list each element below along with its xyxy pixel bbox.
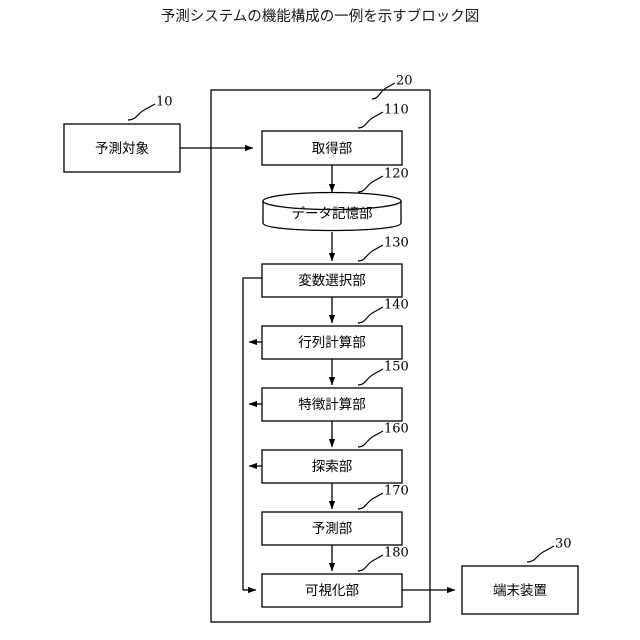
ref-number-120: 120	[384, 167, 409, 182]
ref-number-30: 30	[555, 537, 572, 552]
leader-line-170	[357, 492, 384, 510]
node-feature-computation-unit-label: 特徴計算部	[298, 397, 366, 413]
node-data-storage-label: データ記憶部	[292, 205, 373, 222]
ref-number-160: 160	[384, 422, 409, 437]
leader-line-20	[371, 82, 396, 100]
node-matrix-computation-unit[interactable]	[261, 325, 403, 360]
leader-line-10	[127, 103, 156, 121]
node-prediction-target[interactable]	[63, 123, 181, 173]
figure-title: 予測システムの機能構成の一例を示すブロック図	[161, 7, 480, 25]
node-search-unit-label: 探索部	[312, 459, 353, 475]
node-terminal-device[interactable]	[461, 565, 579, 615]
ref-number-10: 10	[156, 95, 173, 110]
system-container	[210, 89, 431, 623]
leader-line-180	[357, 554, 384, 572]
ref-number-150: 150	[384, 360, 409, 375]
ref-number-140: 140	[384, 298, 409, 313]
ref-number-110: 110	[384, 103, 409, 118]
leader-line-120	[357, 175, 384, 193]
node-data-storage-top	[262, 191, 402, 211]
node-prediction-unit-label: 予測部	[312, 521, 353, 537]
ref-number-20: 20	[396, 74, 413, 89]
node-prediction-unit[interactable]	[261, 511, 403, 546]
ref-number-180: 180	[384, 546, 409, 561]
node-terminal-device-label: 端末装置	[493, 583, 547, 599]
node-acquisition-unit[interactable]	[261, 130, 403, 166]
node-visualization-unit[interactable]	[261, 573, 403, 608]
leader-line-130	[357, 244, 384, 262]
leader-line-110	[357, 111, 384, 129]
node-visualization-unit-label: 可視化部	[305, 583, 359, 599]
ref-number-170: 170	[384, 484, 409, 499]
leader-line-160	[357, 430, 384, 448]
node-variable-selection-unit-label: 変数選択部	[298, 273, 366, 289]
leader-line-150	[357, 368, 384, 386]
node-acquisition-unit-label: 取得部	[312, 140, 353, 157]
feedback-bus-line	[242, 277, 262, 590]
leader-line-140	[357, 306, 384, 324]
ref-number-130: 130	[384, 236, 409, 251]
node-prediction-target-label: 予測対象	[95, 141, 149, 157]
leader-line-30	[526, 545, 555, 563]
node-matrix-computation-unit-label: 行列計算部	[298, 335, 366, 351]
